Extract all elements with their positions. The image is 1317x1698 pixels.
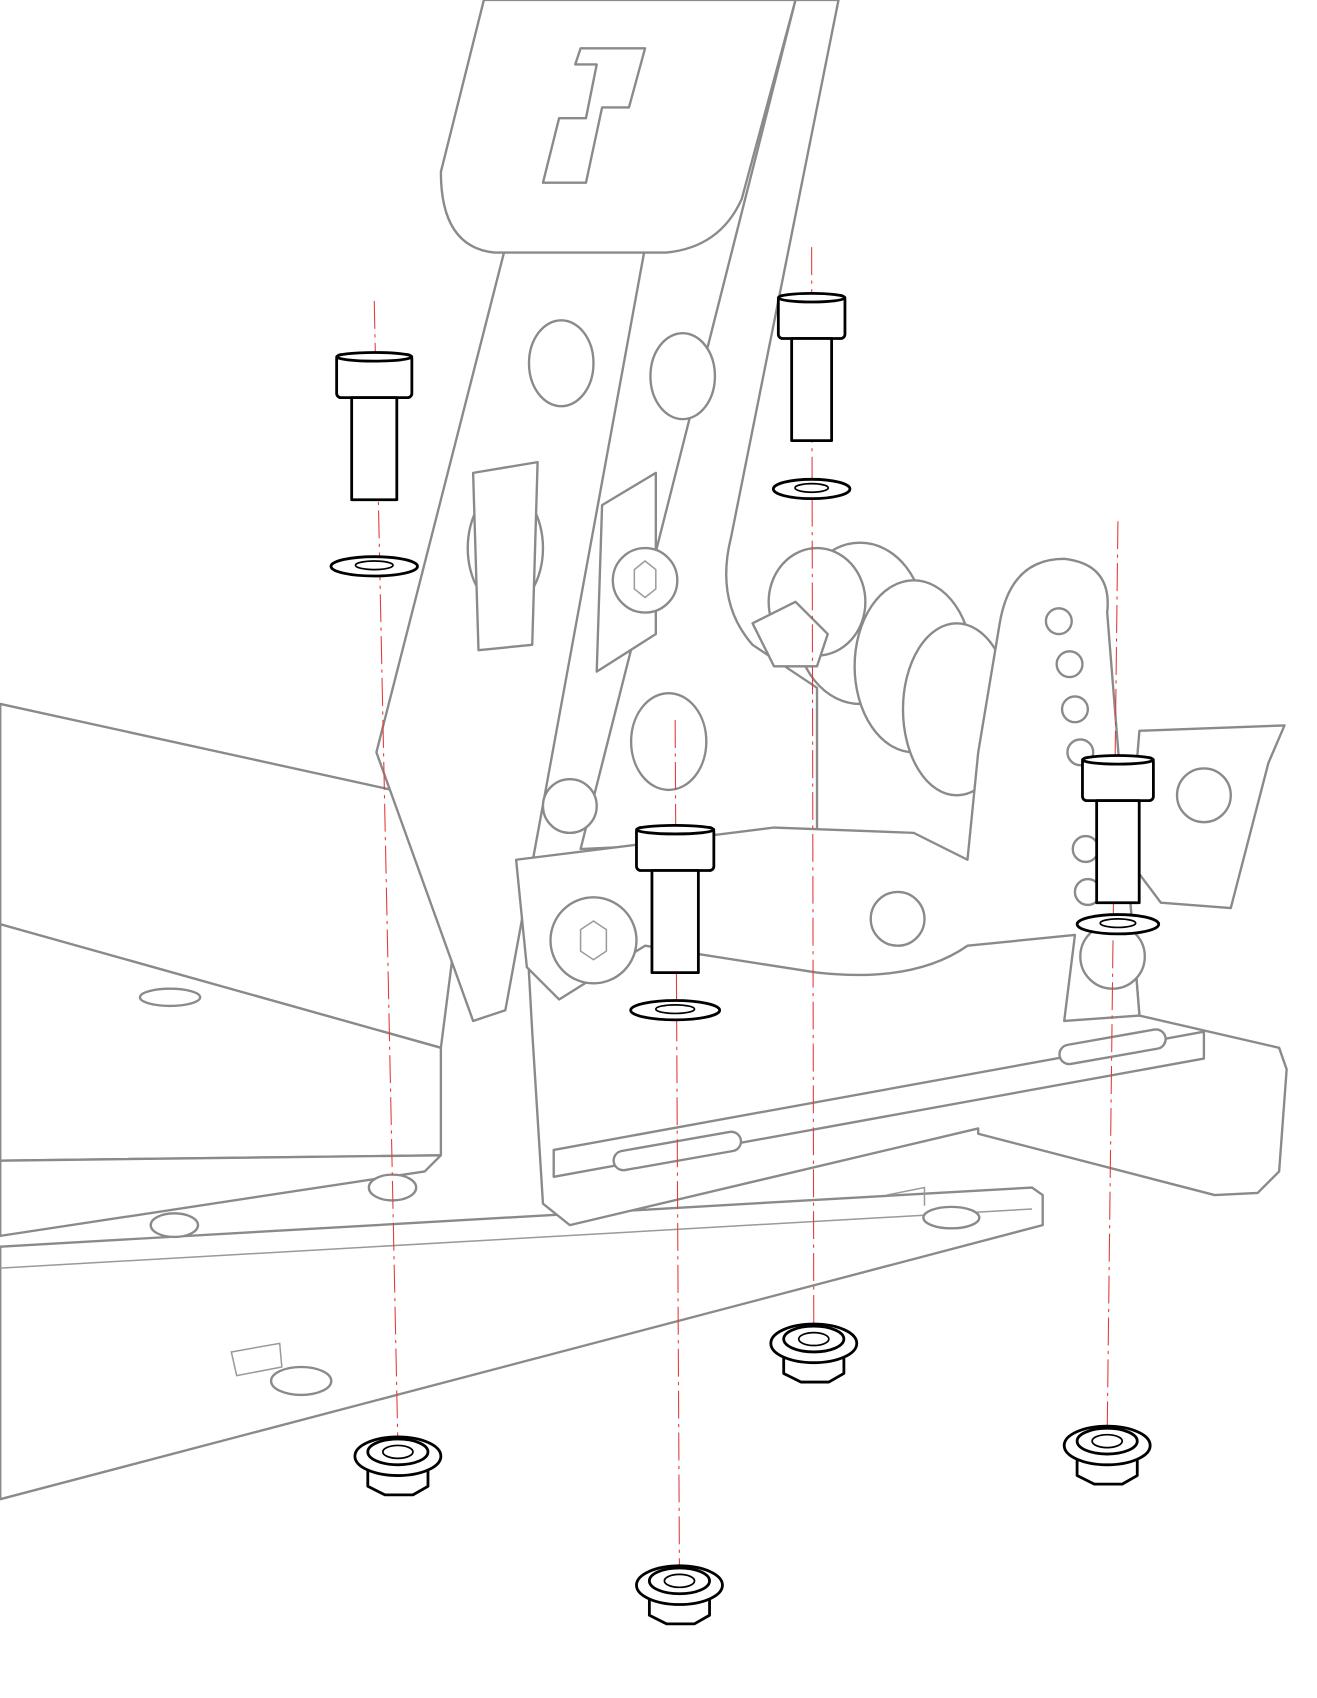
base-rail: [0, 1186, 1044, 1501]
cap-screw: [635, 823, 716, 974]
cap-screw: [776, 291, 847, 443]
fastener-set-3: [629, 720, 724, 1626]
cap-screw: [335, 351, 414, 502]
fastener-set-4: [1062, 521, 1161, 1486]
fastener-set-2: [769, 247, 859, 1384]
flange-nut: [353, 1435, 443, 1497]
cap-screw: [1081, 754, 1155, 905]
assembly-axis-line: [1106, 521, 1119, 1435]
washer: [771, 477, 852, 501]
logo: [541, 47, 647, 184]
flange-nut: [769, 1322, 859, 1384]
pedal-arm: [375, 0, 840, 1023]
flange-nut: [635, 1564, 724, 1626]
flange-nut: [1062, 1424, 1152, 1486]
left-platform: [0, 702, 469, 1239]
fastener-set-1: [329, 300, 443, 1497]
washer: [1075, 913, 1161, 936]
washer: [329, 555, 419, 578]
washer: [629, 999, 722, 1022]
